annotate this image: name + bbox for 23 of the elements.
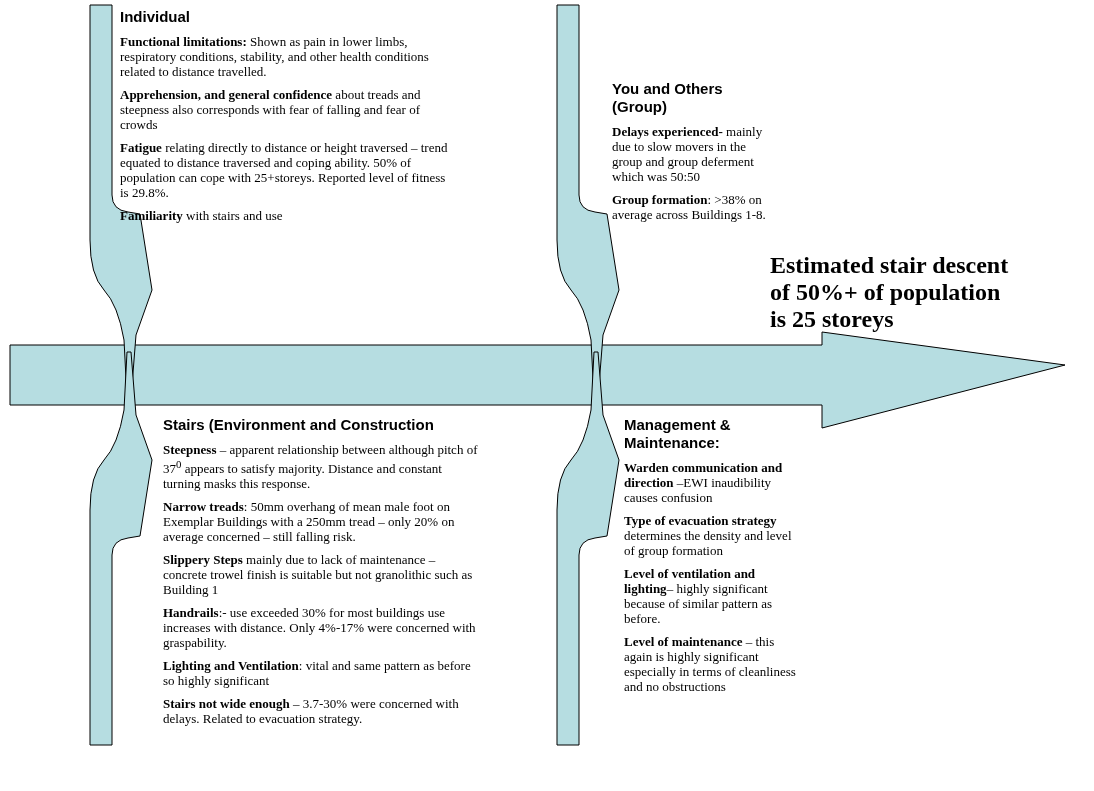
factor-description: Steepness – apparent relationship between although pitch of 37$^{0}$ appears to satisfy majority. Distance and constant turning masks this response. [163, 442, 478, 492]
factor-description: Narrow treads: 50mm overhang of mean male foot on Exemplar Buildings with a 250mm tread – only 20% on average concerned – still falling risk. [163, 499, 456, 545]
factor-description: Fatigue relating directly to distance or height traversed – trend equated to distance traversed and coping ability. 50% of population can cope with 25+storeys. Reported level of fitness is 29.8%. [120, 140, 449, 200]
category-heading: You and Others (Group) [612, 80, 724, 116]
factor-description: Functional limitations: Shown as pain in lower limbs, respiratory conditions, stability, and other health conditions related to distance travelled. [120, 34, 430, 79]
factor-description: Level of ventilation and lighting– highly significant because of similar pattern as before. [624, 566, 773, 626]
factor-description: Slippery Steps mainly due to lack of maintenance – concrete trowel finish is suitable but not granolithic such as Building 1 [163, 552, 474, 598]
category-heading: Stairs (Environment and Construction [163, 416, 435, 434]
factor-description: Type of evacuation strategy determines the density and level of group formation [624, 513, 793, 558]
category-heading: Management & Maintenance: [624, 416, 732, 452]
spine-arrow [9, 331, 1066, 429]
bone-arrow [89, 351, 153, 746]
factor-description: Warden communication and direction –EWI inaudibility causes confusion [624, 460, 784, 505]
factor-description: Handrails:- use exceeded 30% for most buildings use increases with distance. Only 4%-17% were concerned with graspability. [163, 605, 477, 651]
factor-description: Apprehension, and general confidence about treads and steepness also corresponds with fear of falling and fear of crowds [120, 87, 422, 132]
factor-description: Delays experienced- mainly due to slow movers in the group and group deferment which was 50:50 [612, 124, 764, 184]
factor-description: Level of maintenance – this again is highly significant especially in terms of cleanliness and no obstructions [624, 634, 797, 694]
outcome-text: Estimated stair descent of 50%+ of population is 25 storeys [770, 252, 1020, 333]
factor-description: Group formation: >38% on average across Buildings 1-8. [612, 192, 767, 222]
factor-description: Stairs not wide enough – 3.7-30% were concerned with delays. Related to evacuation strategy. [163, 696, 460, 727]
factor-description: Lighting and Ventilation: vital and same pattern as before so highly significant [163, 658, 472, 689]
category-heading: Individual [120, 8, 191, 26]
bone-arrow [556, 351, 620, 746]
